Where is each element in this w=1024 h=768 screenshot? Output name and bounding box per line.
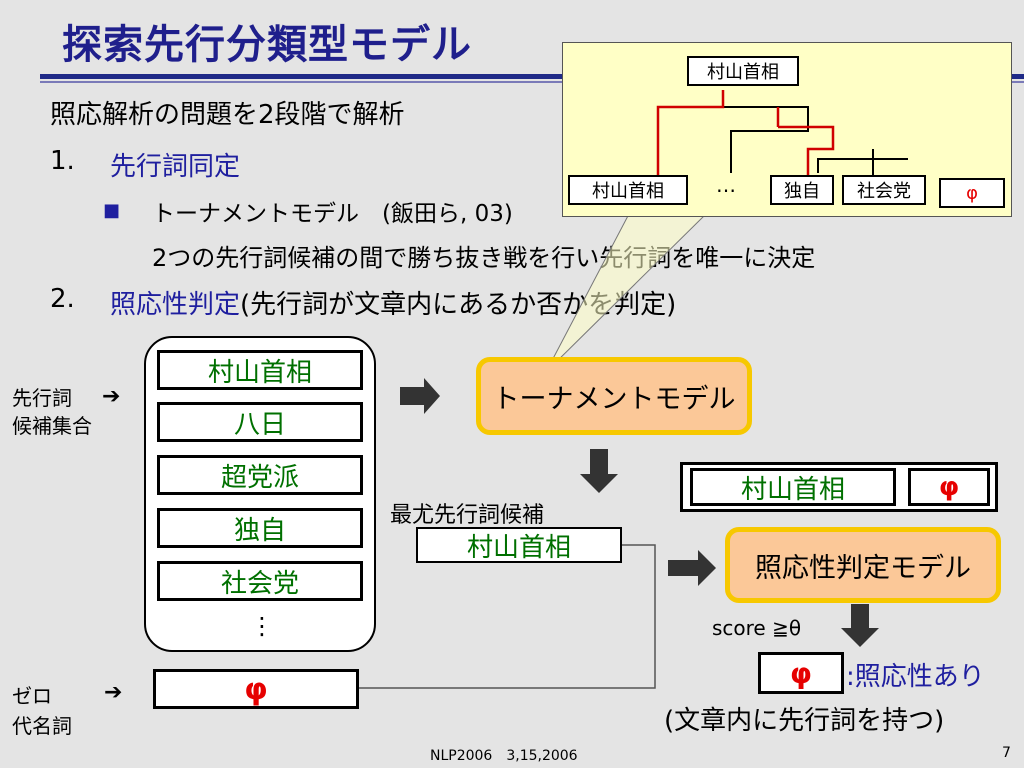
pair-candidate: 村山首相 bbox=[690, 468, 896, 506]
result-phi-box: φ bbox=[758, 652, 844, 694]
step1-number: 1. bbox=[50, 146, 75, 176]
arrow-right-icon: ➔ bbox=[104, 680, 123, 705]
intro-text: 照応解析の問題を2段階で解析 bbox=[50, 100, 405, 130]
tournament-tree-inset: 村山首相 村山首相 … 独自 社会党 φ bbox=[562, 42, 1012, 217]
step1-sub-title: トーナメントモデル (飯田ら, 03) bbox=[152, 201, 513, 227]
best-candidate-box: 村山首相 bbox=[416, 527, 622, 563]
step1-sub-desc: 2つの先行詞候補の間で勝ち抜き戦を行い先行詞を唯一に決定 bbox=[152, 244, 816, 272]
title-underline bbox=[40, 74, 1024, 79]
candidate-box: 独自 bbox=[157, 508, 363, 548]
pair-phi: φ bbox=[908, 468, 990, 506]
tree-lines bbox=[656, 90, 908, 176]
arrow-right-icon: ➔ bbox=[102, 384, 121, 409]
candidate-set-label-2: 候補集合 bbox=[12, 414, 92, 438]
result-label: :照応性あり bbox=[846, 662, 985, 692]
best-candidate-label: 最尤先行詞候補 bbox=[390, 503, 545, 528]
zero-pronoun-label-1: ゼロ bbox=[12, 684, 52, 708]
result-sub-label: (文章内に先行詞を持つ) bbox=[664, 706, 945, 736]
step2-label: 照応性判定 bbox=[110, 290, 241, 320]
candidate-box: 超党派 bbox=[157, 455, 363, 495]
footer-text: NLP2006 3,15,2006 bbox=[430, 748, 578, 764]
tree-leaf-dokuji: 独自 bbox=[770, 175, 834, 205]
candidate-box: 八日 bbox=[157, 402, 363, 442]
candidate-set-label-1: 先行詞 bbox=[12, 386, 72, 410]
step1-label: 先行詞同定 bbox=[110, 152, 241, 182]
candidate-box: 村山首相 bbox=[157, 350, 363, 390]
candidates-more-ellipsis: ⋮ bbox=[250, 612, 274, 640]
page-title: 探索先行分類型モデル bbox=[62, 22, 472, 68]
tree-leaf-murayama: 村山首相 bbox=[568, 175, 688, 205]
score-threshold: score ≧θ bbox=[712, 616, 802, 640]
bullet-icon: ■ bbox=[103, 200, 121, 221]
zero-pronoun-label-2: 代名詞 bbox=[12, 714, 72, 738]
tournament-model-box: トーナメントモデル bbox=[476, 357, 752, 435]
title-underline-thin bbox=[40, 81, 1024, 83]
tree-leaf-shakaito: 社会党 bbox=[842, 175, 926, 205]
tree-ellipsis: … bbox=[716, 173, 736, 197]
candidate-box: 社会党 bbox=[157, 561, 363, 601]
zero-pronoun-phi-box: φ bbox=[153, 669, 359, 709]
anaphoricity-model-box: 照応性判定モデル bbox=[725, 527, 1001, 603]
tree-winner: 村山首相 bbox=[687, 56, 799, 86]
page-number: 7 bbox=[1002, 745, 1011, 761]
step2-number: 2. bbox=[50, 284, 75, 314]
tree-leaf-phi: φ bbox=[939, 178, 1005, 208]
